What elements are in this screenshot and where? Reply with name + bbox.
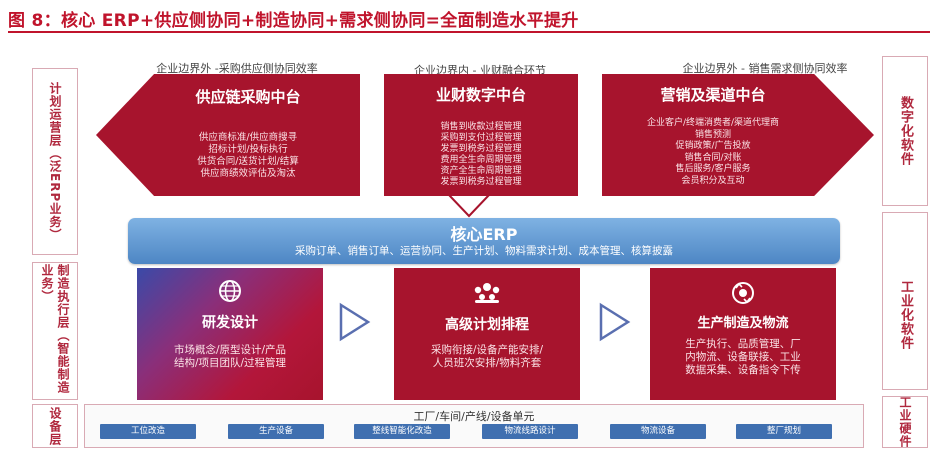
rnd-panel: 研发设计 市场概念/原型设计/产品 结构/项目团队/过程管理 bbox=[137, 268, 323, 400]
supply-chain-title: 供应链采购中台 bbox=[195, 88, 301, 106]
aps-panel: 高级计划排程 采购衔接/设备产能安排/ 人员班次安排/物料齐套 bbox=[394, 268, 580, 400]
list-item: 生产执行、品质管理、厂 bbox=[685, 338, 801, 350]
list-item: 资产全生命周期管理 bbox=[440, 166, 522, 176]
manufacturing-panel: 生产制造及物流 生产执行、品质管理、厂 内物流、设备联接、工业 数据采集、设备指… bbox=[650, 268, 836, 400]
core-erp-bar: 核心ERP 采购订单、销售订单、运营协同、生产计划、物料需求计划、成本管理、核算… bbox=[128, 218, 840, 264]
list-item: 销售预测 bbox=[694, 129, 731, 140]
aps-title: 高级计划排程 bbox=[445, 317, 529, 333]
equipment-frame bbox=[84, 404, 864, 448]
right-frame-digital bbox=[882, 56, 928, 206]
rnd-lines: 市场概念/原型设计/产品 结构/项目团队/过程管理 bbox=[137, 344, 323, 370]
equipment-item: 整厂规划 bbox=[736, 424, 832, 439]
left-frame-planning bbox=[32, 68, 78, 255]
right-frame-industrial-software bbox=[882, 212, 928, 390]
list-item: 会员积分及互动 bbox=[681, 175, 745, 186]
list-item: 市场概念/原型设计/产品 bbox=[173, 344, 287, 356]
list-item: 销售合同/对账 bbox=[684, 152, 742, 163]
right-arrow-icon bbox=[599, 302, 631, 342]
left-frame-equipment bbox=[32, 404, 78, 448]
marketing-block: 营销及渠道中台 企业客户/终端消费者/渠道代理商 销售预测 促销政策/广告投放 … bbox=[602, 74, 874, 196]
right-arrow-icon bbox=[339, 302, 371, 342]
list-item: 招标计划/投标执行 bbox=[208, 144, 288, 155]
left-label-equipment: 设备层 bbox=[48, 406, 62, 446]
equipment-item: 物流线路设计 bbox=[482, 424, 578, 439]
list-item: 人员班次安排/物料齐套 bbox=[432, 357, 542, 369]
left-label-planning: 计划运营层（泛ERP业务） bbox=[48, 82, 62, 242]
globe-icon bbox=[219, 280, 241, 302]
list-item: 供货合同/送货计划/结算 bbox=[197, 156, 299, 167]
marketing-title: 营销及渠道中台 bbox=[660, 86, 766, 104]
list-item: 费用全生命周期管理 bbox=[440, 155, 522, 165]
list-item: 供应商标准/供应商搜寻 bbox=[198, 132, 298, 143]
equipment-item: 整线智能化改造 bbox=[354, 424, 450, 439]
left-frame-execution bbox=[32, 262, 78, 400]
caption-finance: 企业边界内 - 业财融合环节 bbox=[414, 64, 546, 77]
list-item: 内物流、设备联接、工业 bbox=[685, 351, 801, 363]
caption-demand-side: 企业边界外 - 销售需求侧协同效率 bbox=[682, 62, 848, 75]
equipment-item: 生产设备 bbox=[228, 424, 324, 439]
left-label-execution: 制造执行层（智能制造业务） bbox=[40, 264, 70, 394]
gear-cycle-icon bbox=[732, 282, 754, 304]
list-item: 促销政策/广告投放 bbox=[675, 141, 751, 151]
supply-chain-lines: 供应商标准/供应商搜寻 招标计划/投标执行 供货合同/送货计划/结算 供应商绩效… bbox=[136, 132, 360, 180]
manufacturing-lines: 生产执行、品质管理、厂 内物流、设备联接、工业 数据采集、设备指令下传 bbox=[650, 338, 836, 377]
aps-lines: 采购衔接/设备产能安排/ 人员班次安排/物料齐套 bbox=[394, 344, 580, 370]
supply-chain-block: 供应链采购中台 供应商标准/供应商搜寻 招标计划/投标执行 供货合同/送货计划/… bbox=[96, 74, 360, 196]
down-arrow-icon bbox=[447, 194, 491, 218]
right-label-industrial-software: 工业化软件 bbox=[898, 280, 913, 350]
equipment-item: 工位改造 bbox=[100, 424, 196, 439]
list-item: 采购衔接/设备产能安排/ bbox=[430, 344, 544, 356]
list-item: 售后服务/客户服务 bbox=[675, 164, 751, 174]
manufacturing-title: 生产制造及物流 bbox=[697, 316, 789, 331]
right-label-digital: 数字化软件 bbox=[898, 96, 913, 166]
marketing-lines: 企业客户/终端消费者/渠道代理商 销售预测 促销政策/广告投放 销售合同/对账 … bbox=[602, 118, 824, 187]
equipment-caption: 工厂/车间/产线/设备单元 bbox=[413, 410, 535, 423]
finance-title: 业财数字中台 bbox=[435, 86, 526, 104]
rnd-title: 研发设计 bbox=[202, 315, 258, 331]
right-frame-hardware bbox=[882, 396, 928, 448]
list-item: 销售到收款过程管理 bbox=[440, 122, 522, 132]
title-underline bbox=[8, 31, 930, 33]
caption-supply-side: 企业边界外 -采购供应侧协同效率 bbox=[156, 62, 318, 75]
list-item: 数据采集、设备指令下传 bbox=[685, 364, 801, 376]
list-item: 发票到税务过程管理 bbox=[440, 177, 522, 187]
list-item: 采购到支付过程管理 bbox=[440, 133, 522, 143]
right-label-hardware: 工业硬件 bbox=[898, 396, 912, 448]
equipment-item: 物流设备 bbox=[610, 424, 706, 439]
core-erp-title: 核心ERP bbox=[450, 225, 518, 244]
list-item: 结构/项目团队/过程管理 bbox=[173, 357, 287, 369]
figure-title: 图 8：核心 ERP+供应侧协同+制造协同+需求侧协同=全面制造水平提升 bbox=[8, 11, 579, 31]
core-erp-description: 采购订单、销售订单、运营协同、生产计划、物料需求计划、成本管理、核算披露 bbox=[295, 245, 673, 257]
list-item: 企业客户/终端消费者/渠道代理商 bbox=[646, 118, 780, 128]
people-network-icon bbox=[474, 283, 500, 303]
list-item: 供应商绩效评估及淘汰 bbox=[200, 168, 296, 179]
finance-lines: 销售到收款过程管理 采购到支付过程管理 发票到税务过程管理 费用全生命周期管理 … bbox=[384, 122, 578, 188]
finance-block: 业财数字中台 销售到收款过程管理 采购到支付过程管理 发票到税务过程管理 费用全… bbox=[384, 74, 578, 196]
list-item: 发票到税务过程管理 bbox=[440, 144, 522, 154]
